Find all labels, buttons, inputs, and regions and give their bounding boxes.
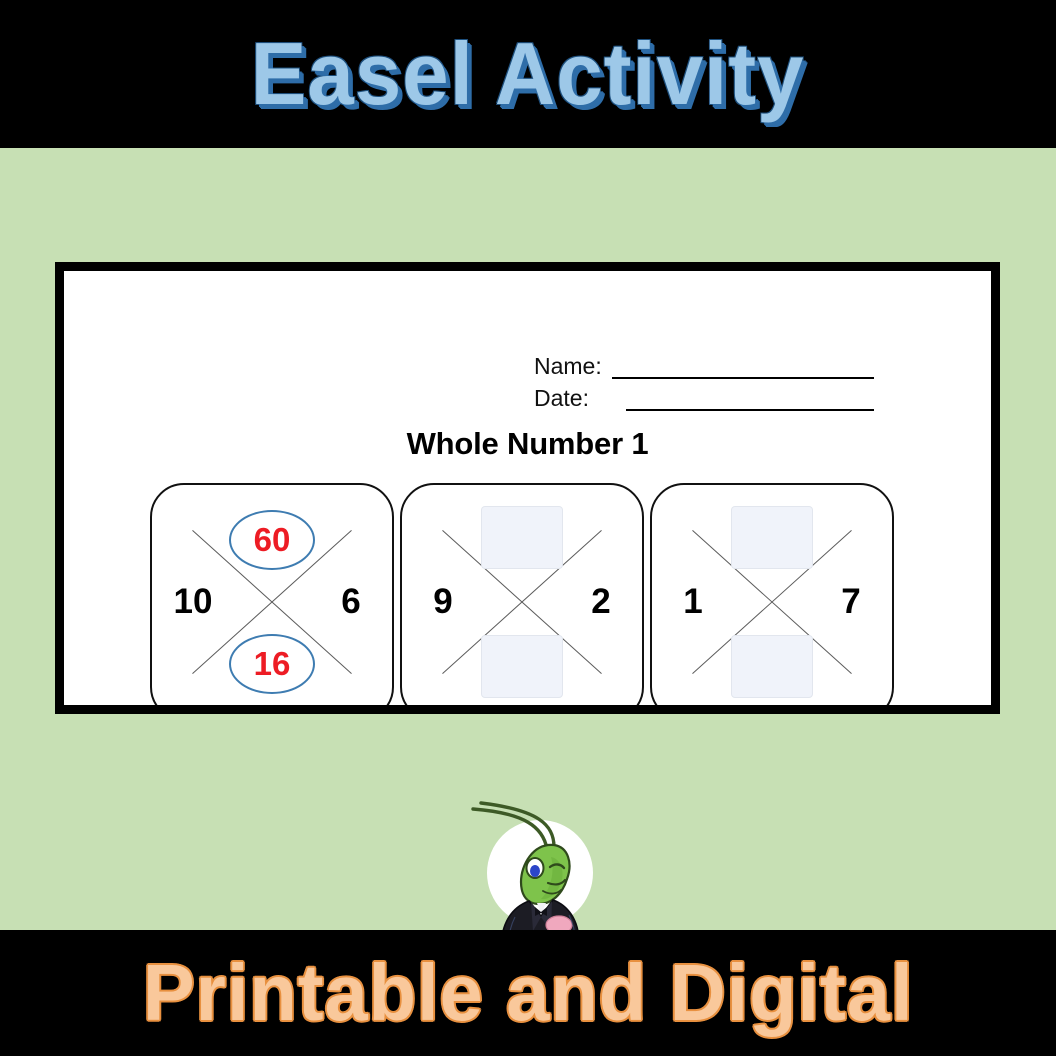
puzzle-bottom-answer-input[interactable] [481,635,563,698]
puzzle-bottom-answer[interactable]: 16 [229,634,315,694]
mascot-pupil [530,865,540,877]
antenna-icon [471,801,556,851]
puzzle-top-answer[interactable]: 60 [229,510,315,570]
date-row: Date: [534,379,874,411]
grasshopper-mascot-icon [471,801,593,944]
mascot-bow-tie [535,907,547,916]
puzzle-left-operand: 1 [683,582,703,621]
date-input-line[interactable] [626,387,874,411]
puzzle-card[interactable]: 10 6 60 16 [150,483,394,705]
footer-title: Printable and Digital [142,948,914,1037]
puzzle-bottom-answer-input[interactable] [731,635,813,698]
puzzle-top-answer-input[interactable] [731,506,813,569]
mascot-lapel-left [531,902,541,931]
worksheet-page: Name: Date: Whole Number 1 10 6 60 [64,271,991,705]
worksheet-frame: Name: Date: Whole Number 1 10 6 60 [55,262,1000,714]
header-title: Easel Activity [251,24,805,123]
worksheet-title: Whole Number 1 [406,426,649,461]
puzzle-row: 10 6 60 16 9 2 1 [150,483,894,705]
header-banner: Easel Activity [0,0,1056,148]
puzzle-left-operand: 10 [173,582,213,621]
date-label: Date: [534,385,589,411]
puzzle-right-operand: 7 [841,582,861,621]
name-label: Name: [534,353,602,379]
mascot-mouth [546,878,567,886]
mascot-chin-line [542,889,562,895]
puzzle-card[interactable]: 1 7 [650,483,894,705]
name-input-line[interactable] [612,355,874,379]
mascot-shirt [537,903,546,915]
puzzle-card[interactable]: 9 2 [400,483,644,705]
footer-banner: Printable and Digital [0,930,1056,1056]
mascot-head-shade [541,857,563,900]
mascot-wink-eye [548,863,566,870]
nameplate: Name: Date: [534,347,874,411]
puzzle-top-answer-input[interactable] [481,506,563,569]
puzzle-right-operand: 6 [341,582,361,621]
name-row: Name: [534,347,874,379]
puzzle-right-operand: 2 [591,582,611,621]
puzzle-left-operand: 9 [433,582,453,621]
